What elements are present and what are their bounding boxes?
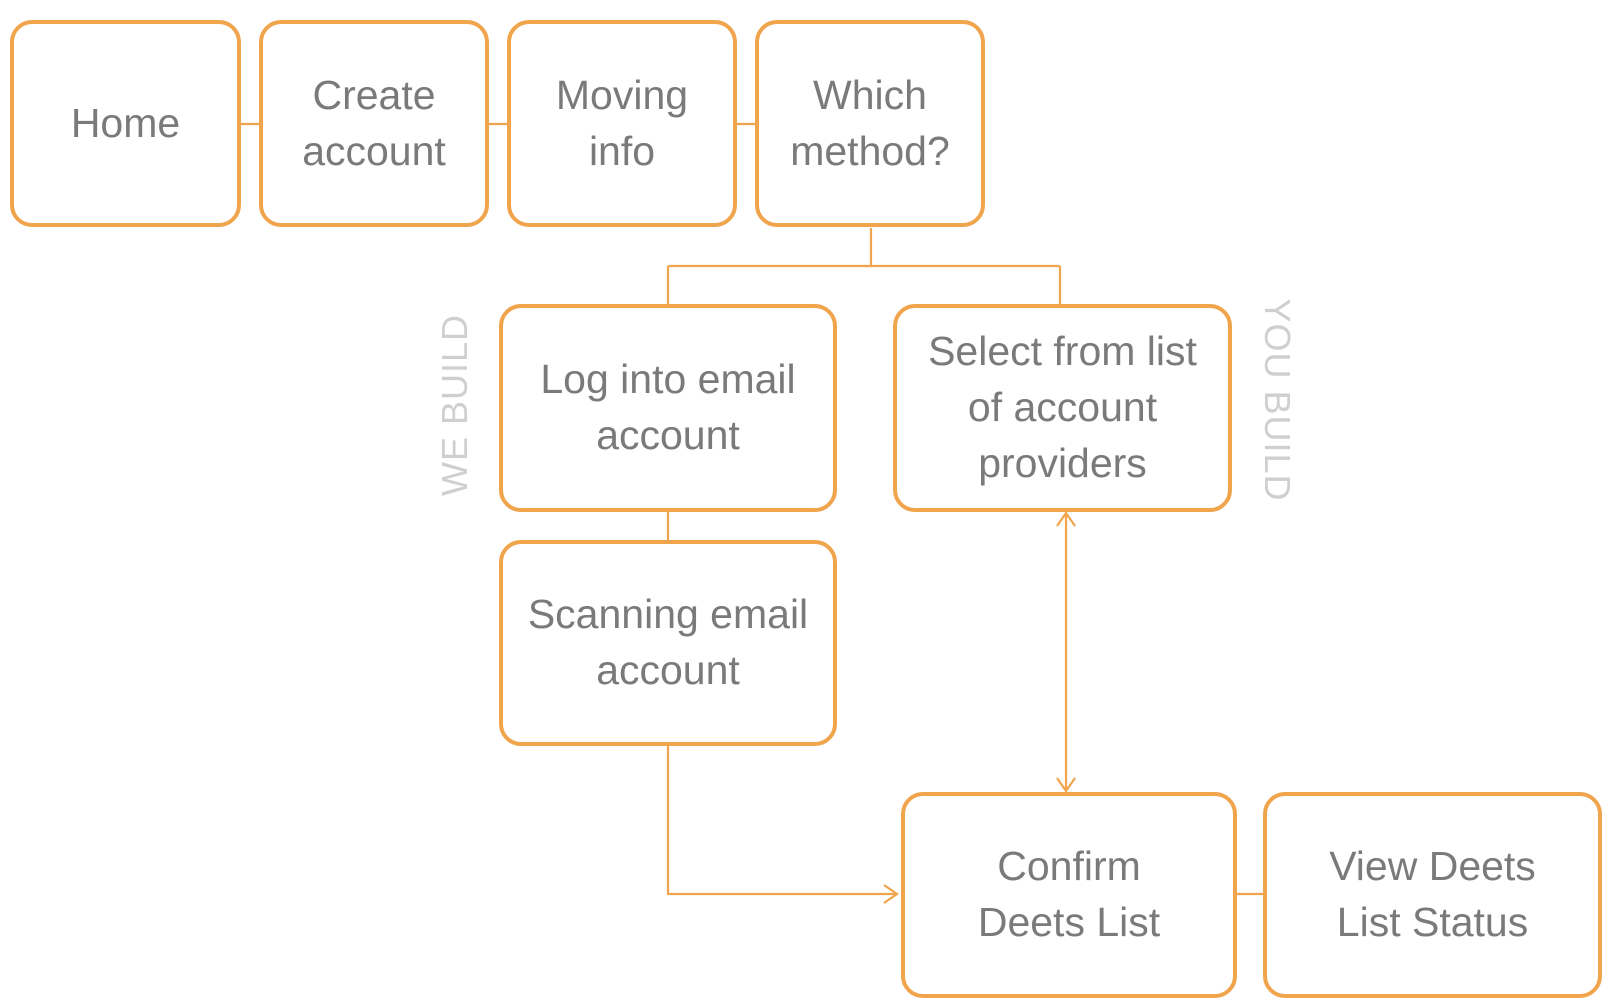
node-scanning-email-label: Scanning email account: [527, 591, 809, 693]
node-view-deets-status: View Deets List Status: [1263, 792, 1602, 998]
arrowhead-select-up: [1056, 511, 1076, 527]
node-moving-info: Moving info: [507, 20, 737, 227]
you-build-label: YOU BUILD: [1257, 298, 1298, 502]
node-home-label: Home: [70, 99, 181, 146]
node-confirm-deets: Confirm Deets List: [901, 792, 1237, 998]
node-scanning-email: Scanning email account: [499, 540, 837, 746]
node-select-from-list: Select from list of account providers: [893, 304, 1232, 512]
node-view-deets-status-label: View Deets List Status: [1329, 843, 1536, 945]
we-build-label: WE BUILD: [434, 313, 475, 497]
node-which-method: Which method?: [755, 20, 985, 227]
node-create-account-label: Create account: [302, 71, 446, 174]
arrowhead-confirm-left: [883, 884, 899, 904]
arrowhead-confirm-down: [1056, 777, 1076, 793]
node-log-into-email-label: Log into email account: [540, 356, 796, 458]
node-confirm-deets-label: Confirm Deets List: [977, 843, 1161, 945]
connector-scan-confirm: [666, 746, 896, 896]
node-log-into-email: Log into email account: [499, 304, 837, 512]
node-create-account: Create account: [259, 20, 489, 227]
node-home: Home: [10, 20, 241, 227]
node-which-method-label: Which method?: [790, 71, 950, 174]
node-select-from-list-label: Select from list of account providers: [928, 328, 1197, 486]
node-moving-info-label: Moving info: [555, 71, 689, 174]
